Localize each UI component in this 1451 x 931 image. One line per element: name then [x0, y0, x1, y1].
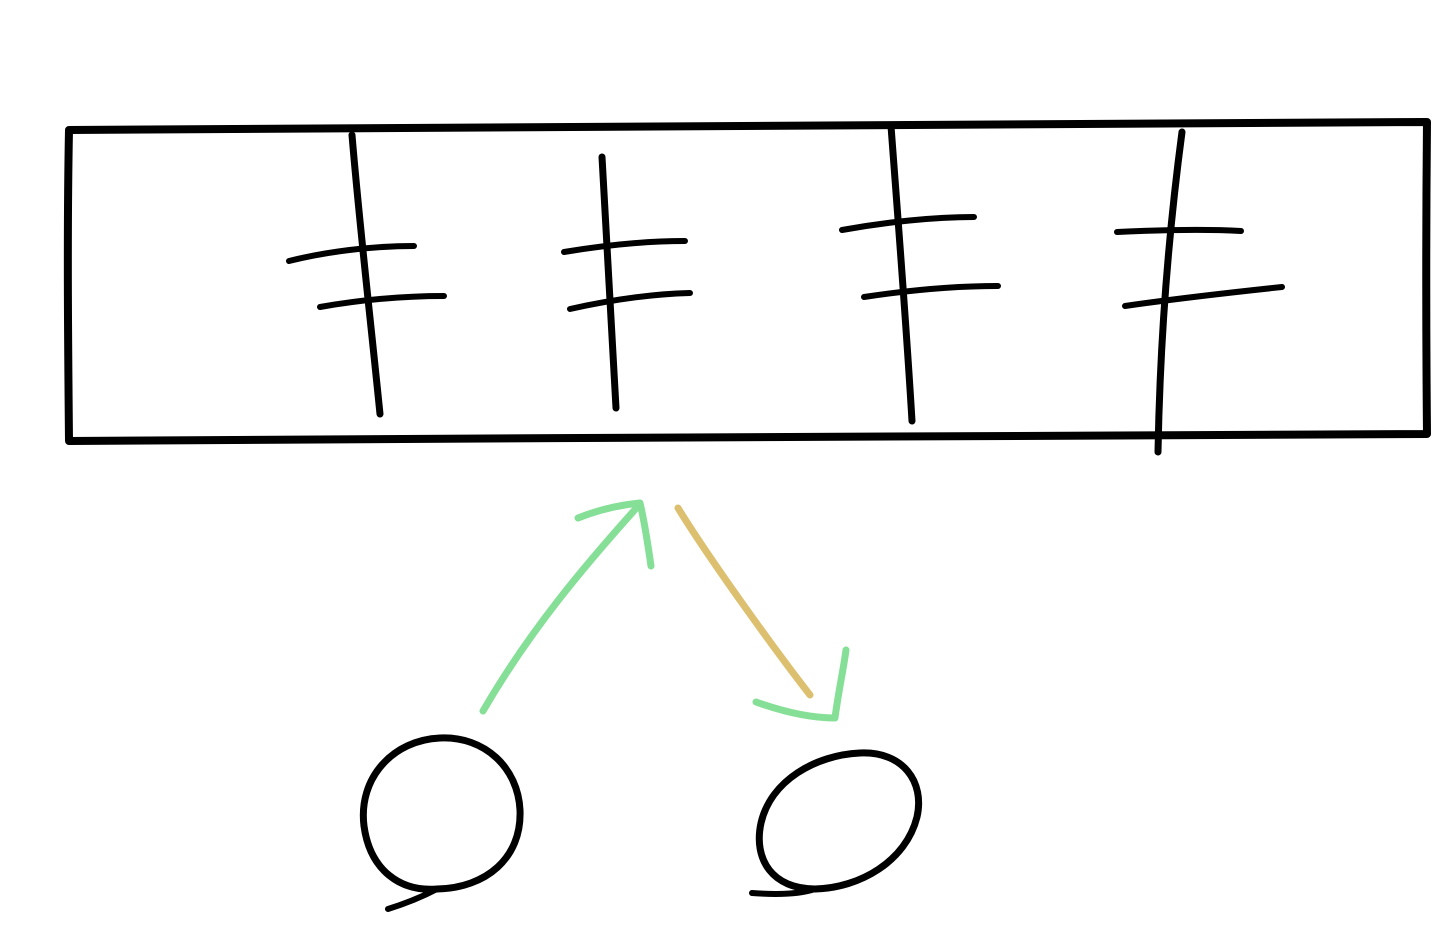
slot-mark-4-stem [1154, 128, 1186, 456]
slot-mark-3-stem [887, 122, 916, 425]
slot-mark-1-stem [348, 131, 384, 418]
left-node [359, 734, 524, 912]
slot-mark-2-upper-bar [561, 238, 688, 255]
slot-mark-3 [839, 122, 1001, 425]
slot-mark-2 [561, 153, 693, 412]
arrow-to-right-node-shaft [674, 504, 814, 699]
right-node-tail [749, 886, 818, 897]
arrow-to-array [479, 499, 655, 715]
left-node-tail [385, 886, 440, 912]
left-node-circle [359, 734, 524, 893]
array-box [63, 118, 1431, 456]
arrow-to-right-node [674, 504, 850, 722]
arrow-to-right-node-head [752, 646, 850, 722]
array-box-outline [63, 118, 1431, 445]
slot-mark-1-lower-bar [317, 293, 447, 310]
slot-mark-3-lower-bar [861, 283, 1001, 300]
slot-mark-2-stem [598, 153, 620, 412]
slot-mark-1-upper-bar [286, 243, 417, 264]
right-node [749, 749, 922, 897]
slot-mark-4-lower-bar [1122, 284, 1285, 309]
slot-mark-4-upper-bar [1114, 226, 1244, 235]
slot-mark-3-upper-bar [839, 214, 977, 233]
slot-mark-4 [1114, 128, 1285, 456]
arrow-to-array-head [574, 499, 655, 570]
arrow-to-array-shaft [479, 500, 644, 715]
slot-mark-1 [286, 131, 447, 418]
right-node-circle [755, 749, 922, 893]
slot-mark-2-lower-bar [567, 290, 693, 312]
